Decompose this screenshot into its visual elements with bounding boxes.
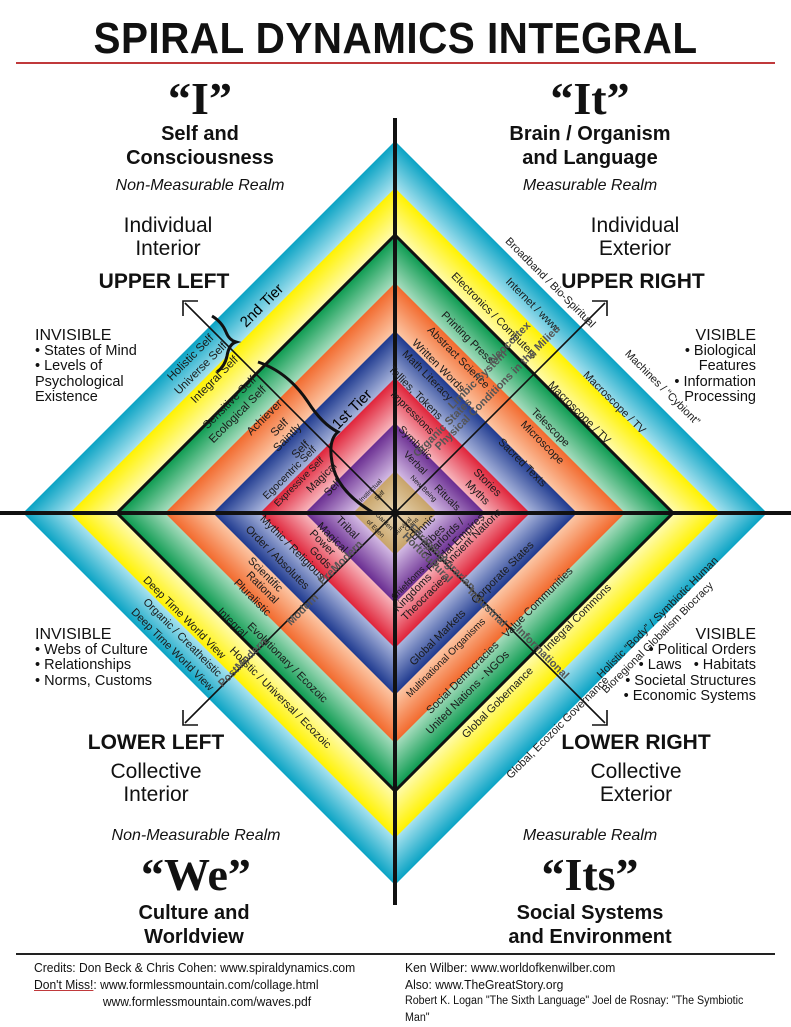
lr-quadrant-name: LOWER RIGHT — [561, 731, 711, 754]
lr-visibility-list: VISIBLE • Political Orders • Laws • Habi… — [623, 626, 756, 704]
lr-pronoun: “Its” — [541, 849, 639, 900]
tier-boundary — [114, 232, 676, 794]
first-tier-brace — [257, 360, 373, 514]
title-divider — [16, 62, 775, 64]
dont-miss-label: Don't Miss! — [34, 977, 94, 992]
ul-visibility-list: INVISIBLE • States of Mind • Levels of P… — [35, 327, 137, 405]
quadrant-arrows — [182, 300, 608, 726]
ll-quadrant-name: LOWER LEFT — [87, 731, 225, 754]
ur-visibility-list: VISIBLE • Biological Features • Informat… — [674, 327, 756, 405]
page-title: SPIRAL DYNAMICS INTEGRAL — [93, 14, 698, 63]
ll-visibility-list: INVISIBLE • Webs of Culture • Relationsh… — [35, 626, 153, 689]
ul-realm: Non-Measurable Realm — [115, 177, 285, 194]
lr-realm: Measurable Realm — [522, 827, 658, 844]
ur-realm: Measurable Realm — [522, 177, 658, 194]
footer-divider — [16, 953, 775, 955]
ur-quadrant-name: UPPER RIGHT — [561, 270, 705, 293]
ll-realm: Non-Measurable Realm — [111, 827, 281, 844]
ul-pronoun: “I” — [168, 73, 232, 124]
ll-pronoun: “We” — [141, 849, 251, 900]
ur-pronoun: “It” — [550, 73, 630, 124]
ul-quadrant-name: UPPER LEFT — [98, 270, 230, 293]
credits-right: Ken Wilber: www.worldofkenwilber.com Als… — [405, 960, 744, 1024]
second-tier-brace — [211, 314, 242, 374]
credits-left: Credits: Don Beck & Chris Cohen: www.spi… — [34, 960, 356, 1009]
